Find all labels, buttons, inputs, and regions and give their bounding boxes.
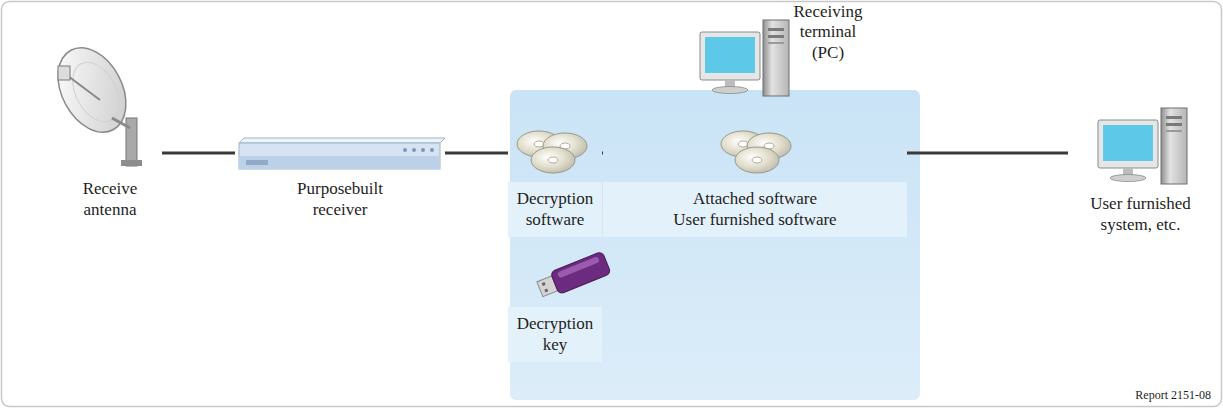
node-label: Receive antenna (60, 179, 160, 220)
cd-icon (517, 131, 587, 173)
terminal-panel: Decryption softwareDecryption key Attache… (510, 90, 920, 400)
receiver-icon-part (403, 148, 407, 152)
usb-key-icon-part (557, 256, 600, 278)
software-node: Decryption software (508, 120, 602, 237)
receiver-icon-part (421, 148, 425, 152)
receiver-icon (239, 138, 445, 169)
pc-icon-part (700, 20, 789, 96)
node-label: Decryption key (508, 307, 602, 362)
node-label: Attached software (603, 182, 907, 209)
connector-line (162, 152, 235, 155)
antenna-icon-part (68, 76, 100, 100)
connector-line (445, 152, 508, 155)
receiver-icon-part (239, 143, 440, 169)
receiver-icon-part (239, 156, 440, 169)
software-node: Attached softwareUser furnished software (603, 120, 907, 237)
usb-key-icon-part (542, 282, 546, 286)
antenna-icon (44, 36, 142, 166)
node-label: Purposebuilt receiver (283, 179, 398, 220)
antenna-icon-part (58, 66, 70, 80)
receiver-icon-part (430, 148, 434, 152)
cd-icon-part (517, 131, 587, 173)
cd-icon (721, 131, 791, 173)
antenna-node: Receive antenna (58, 40, 162, 220)
pc-icon (700, 20, 789, 96)
receiver-icon-part (412, 148, 416, 152)
system-node: User furnished system, etc. (1068, 110, 1213, 235)
connector-line (907, 152, 1068, 155)
antenna-icon-part (44, 36, 139, 144)
receiver-node: Purposebuilt receiver (235, 135, 445, 220)
receiver-icon-part (239, 138, 445, 143)
usb-key-icon-part (550, 251, 611, 294)
usb-key-icon (535, 251, 611, 300)
pc-icon (1098, 108, 1187, 184)
report-number: Report 2151-08 (1133, 388, 1213, 402)
node-label: User furnished system, etc. (1078, 194, 1203, 235)
pc-icon-part (1098, 108, 1187, 184)
connector-line (602, 152, 603, 155)
receiver-icon-part (246, 160, 268, 165)
antenna-icon-part (112, 118, 130, 128)
antenna-icon-part (63, 54, 128, 129)
antenna-icon-part (121, 160, 142, 166)
key-node: Decryption key (508, 250, 602, 362)
node-label: Decryption software (508, 182, 602, 237)
node-label: User furnished software (603, 210, 907, 237)
cd-icon-part (721, 131, 791, 173)
panel-heading: Receiving terminal (PC) (787, 2, 869, 63)
usb-key-icon-part (544, 289, 548, 293)
